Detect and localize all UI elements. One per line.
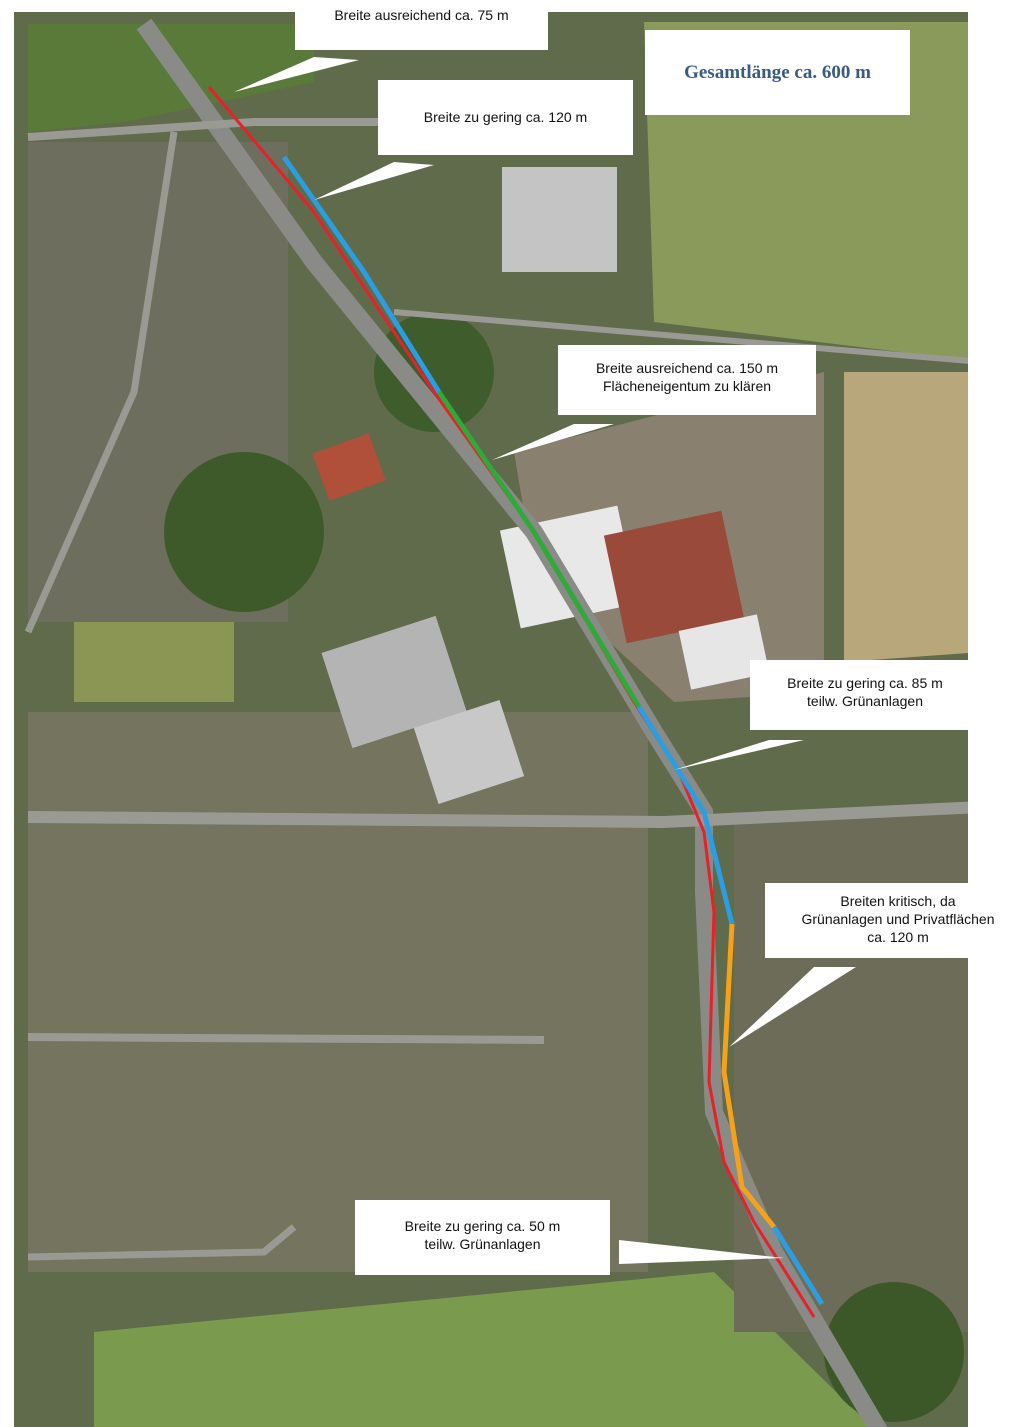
callout-6-line-1: Breite zu gering ca. 50 m: [404, 1218, 561, 1234]
tree-cluster: [824, 1282, 964, 1422]
callout-1-pointer: [234, 57, 359, 92]
field-northwest: [28, 24, 314, 132]
segment-sufficient: [436, 390, 642, 709]
factory-roof-2: [413, 700, 525, 804]
side-road-south: [27, 1224, 297, 1261]
warehouse-roof-3: [678, 614, 770, 690]
callout-2-line-1: Breite zu gering ca. 120 m: [423, 109, 588, 125]
segment-critical: [721, 923, 776, 1229]
callout-5: Breiten kritisch, da Grünanlagen und Pri…: [765, 883, 1031, 958]
callout-5-line-3: ca. 120 m: [867, 929, 929, 945]
callout-2-pointer: [314, 162, 434, 200]
segment-too-narrow-middle: [636, 705, 735, 925]
total-length-box: Gesamtlänge ca. 600 m: [645, 30, 910, 115]
warehouse-roof-2: [603, 510, 745, 644]
side-road-east: [393, 309, 968, 364]
callout-1: Breite ausreichend ca. 75 m: [295, 0, 548, 50]
cross-road-middle: [27, 801, 968, 829]
field-south: [94, 1272, 872, 1427]
callout-4-line-1: Breite zu gering ca. 85 m: [787, 675, 943, 691]
callout-6-pointer: [619, 1240, 784, 1264]
callout-3-line-1: Breite ausreichend ca. 150 m: [595, 360, 779, 376]
callout-2: Breite zu gering ca. 120 m: [378, 80, 633, 155]
map-graphic: [14, 12, 968, 1427]
route-red-line: [207, 86, 816, 1318]
side-road-west: [24, 131, 178, 634]
tree-cluster: [374, 312, 494, 432]
callout-5-line-1: Breiten kritisch, da: [840, 893, 956, 909]
callout-4: Breite zu gering ca. 85 m teilw. Grünanl…: [750, 660, 980, 730]
callout-6-line-2: teilw. Grünanlagen: [424, 1236, 541, 1252]
callout-5-pointer: [729, 967, 856, 1047]
callout-1-line-1: Breite ausreichend ca. 75 m: [334, 7, 509, 23]
aerial-map: [14, 12, 968, 1427]
factory-roof: [321, 615, 467, 749]
commercial-roof: [502, 167, 617, 272]
callout-4-pointer: [674, 740, 804, 770]
segment-too-narrow-south: [771, 1225, 825, 1306]
callout-3-line-2: Flächeneigentum zu klären: [602, 378, 772, 394]
callout-3-pointer: [492, 424, 614, 460]
cross-road-south: [27, 1033, 545, 1044]
callout-6: Breite zu gering ca. 50 m teilw. Grünanl…: [355, 1200, 610, 1275]
callout-5-line-2: Grünanlagen und Privatflächen: [801, 911, 995, 927]
segment-too-narrow-north: [281, 155, 442, 394]
callout-4-line-2: teilw. Grünanlagen: [807, 693, 923, 709]
tree-cluster: [164, 452, 324, 612]
total-length-label: Gesamtlänge ca. 600 m: [684, 61, 871, 83]
red-roof-building: [312, 433, 386, 501]
residential-southwest: [28, 712, 648, 1272]
field-east: [844, 372, 968, 662]
callout-3: Breite ausreichend ca. 150 m Flächeneige…: [558, 345, 816, 415]
